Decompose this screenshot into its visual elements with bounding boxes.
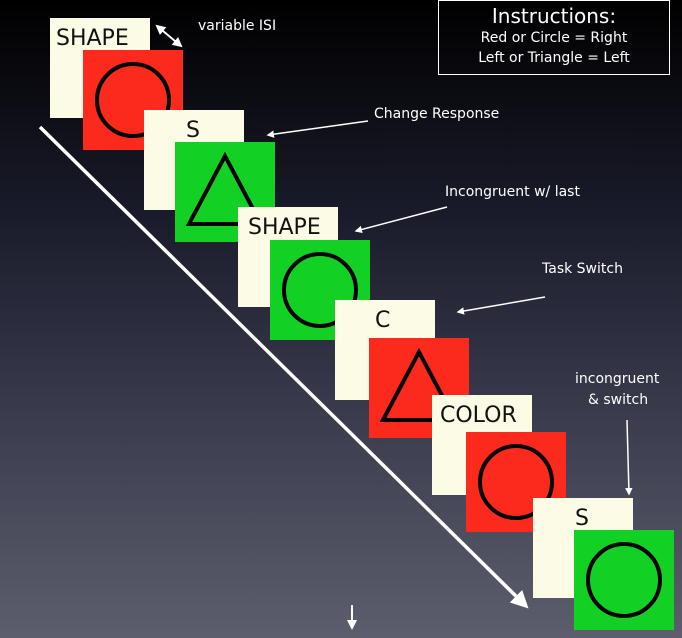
instructions-line-1: Red or Circle = Right — [480, 30, 628, 46]
isi-double-arrow — [155, 24, 183, 48]
cue-text: C — [375, 308, 391, 333]
cue-text: S — [186, 118, 200, 143]
cue-text: S — [575, 506, 589, 531]
isi-label: variable ISI — [198, 18, 277, 34]
cue-text: COLOR — [440, 403, 517, 428]
incongruent-last-arrow — [354, 206, 448, 234]
incongruent-switch-arrow — [625, 419, 633, 496]
incongruent-last-label: Incongruent w/ last — [445, 184, 580, 200]
instructions-title: Instructions: — [491, 4, 617, 28]
cue-text: SHAPE — [248, 215, 321, 240]
change-response-label: Change Response — [374, 106, 500, 122]
task-switch-label: Task Switch — [542, 261, 623, 277]
timeline-arrow — [38, 125, 529, 609]
instructions-box: Instructions: Red or Circle = Right Left… — [438, 0, 670, 75]
change-response-arrow — [266, 120, 369, 138]
stimulus-green-circle — [574, 530, 674, 630]
instructions-line-2: Left or Triangle = Left — [478, 50, 630, 66]
task-switch-arrow — [456, 296, 546, 315]
incongruent-switch-label-1: incongruent — [575, 371, 660, 387]
incongruent-switch-label-2: & switch — [588, 392, 649, 408]
cue-text: SHAPE — [56, 26, 129, 51]
